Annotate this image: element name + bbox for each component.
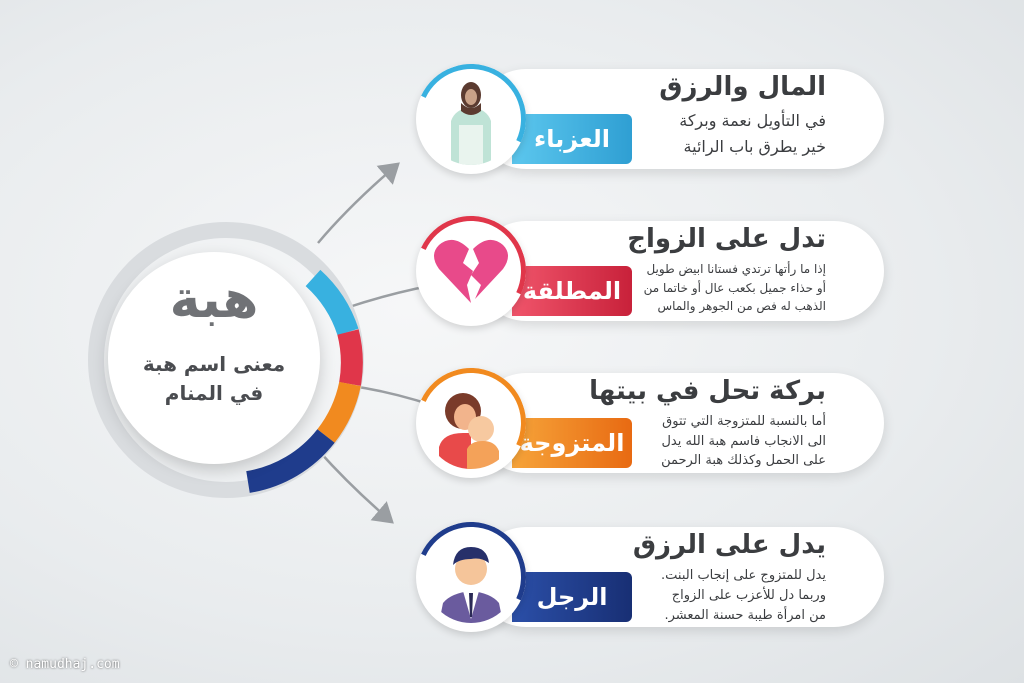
card-heading: بركة تحل في بيتها [589,376,826,406]
desc-line: من امرأة طيبة حسنة المعشر. [664,608,826,624]
desc-line: أو حذاء جميل بكعب عال أو خاتما من [643,280,826,295]
copyright-credit[interactable]: © namudhaj.com [10,657,120,672]
avatar [400,506,542,648]
card-label: المتزوجة [512,418,632,468]
desc-line: الذهب له فص من الجوهر والماس [657,299,826,314]
card-married: بركة تحل في بيتها أما بالنسبة للمتزوجة ا… [400,352,884,494]
avatar [400,200,542,342]
hub-subtitle-line2: في المنام [164,381,264,405]
card-single: المال والرزق في التأويل نعمة وبركة خير ي… [400,48,884,190]
card-heading: المال والرزق [659,72,826,102]
avatar [400,48,542,190]
card-label: العزباء [512,114,632,164]
arrow-to-man [317,449,394,524]
card-label: المطلقة [512,266,632,316]
card-description: أما بالنسبة للمتزوجة التي تتوق الى الانج… [586,412,826,471]
desc-line: الى الانجاب فاسم هبة الله يدل [661,433,826,449]
card-heading: تدل على الزواج [627,224,826,254]
card-heading: يدل على الرزق [632,530,826,560]
desc-line: يدل للمتزوج على إنجاب البنت. [661,568,826,583]
desc-line: على الحمل وكذلك هبة الرحمن [661,453,826,468]
man-icon [439,547,503,623]
card-description: إذا ما رأتها ترتدي فستانا ابيض طويل أو ح… [586,260,826,316]
card-divorced: تدل على الزواج إذا ما رأتها ترتدي فستانا… [400,200,884,342]
card-description: في التأويل نعمة وبركة خير يطرق باب الرائ… [586,108,826,161]
desc-line: إذا ما رأتها ترتدي فستانا ابيض طويل [646,262,826,276]
card-man: يدل على الرزق يدل للمتزوج على إنجاب البن… [400,506,884,648]
hub-circle: هبة معنى اسم هبة في المنام [108,252,320,464]
card-label: الرجل [512,572,632,622]
desc-line: وربما دل للأعزب على الزواج [671,588,826,604]
broken-heart-icon [434,239,508,303]
desc-line: أما بالنسبة للمتزوجة التي تتوق [662,414,826,429]
arrow-to-single [317,162,400,244]
hub-title: هبة [169,270,259,330]
avatar [400,352,542,494]
hub-subtitle: معنى اسم هبة في المنام [108,350,320,408]
hub-color-arcs [245,269,363,493]
card-description: يدل للمتزوج على إنجاب البنت. وربما دل لل… [586,566,826,626]
hub-subtitle-line1: معنى اسم هبة [142,352,286,376]
desc-line: في التأويل نعمة وبركة [679,111,826,130]
mother-child-icon [439,393,499,469]
single-woman-icon [451,82,491,165]
desc-line: خير يطرق باب الرائية [683,137,826,157]
